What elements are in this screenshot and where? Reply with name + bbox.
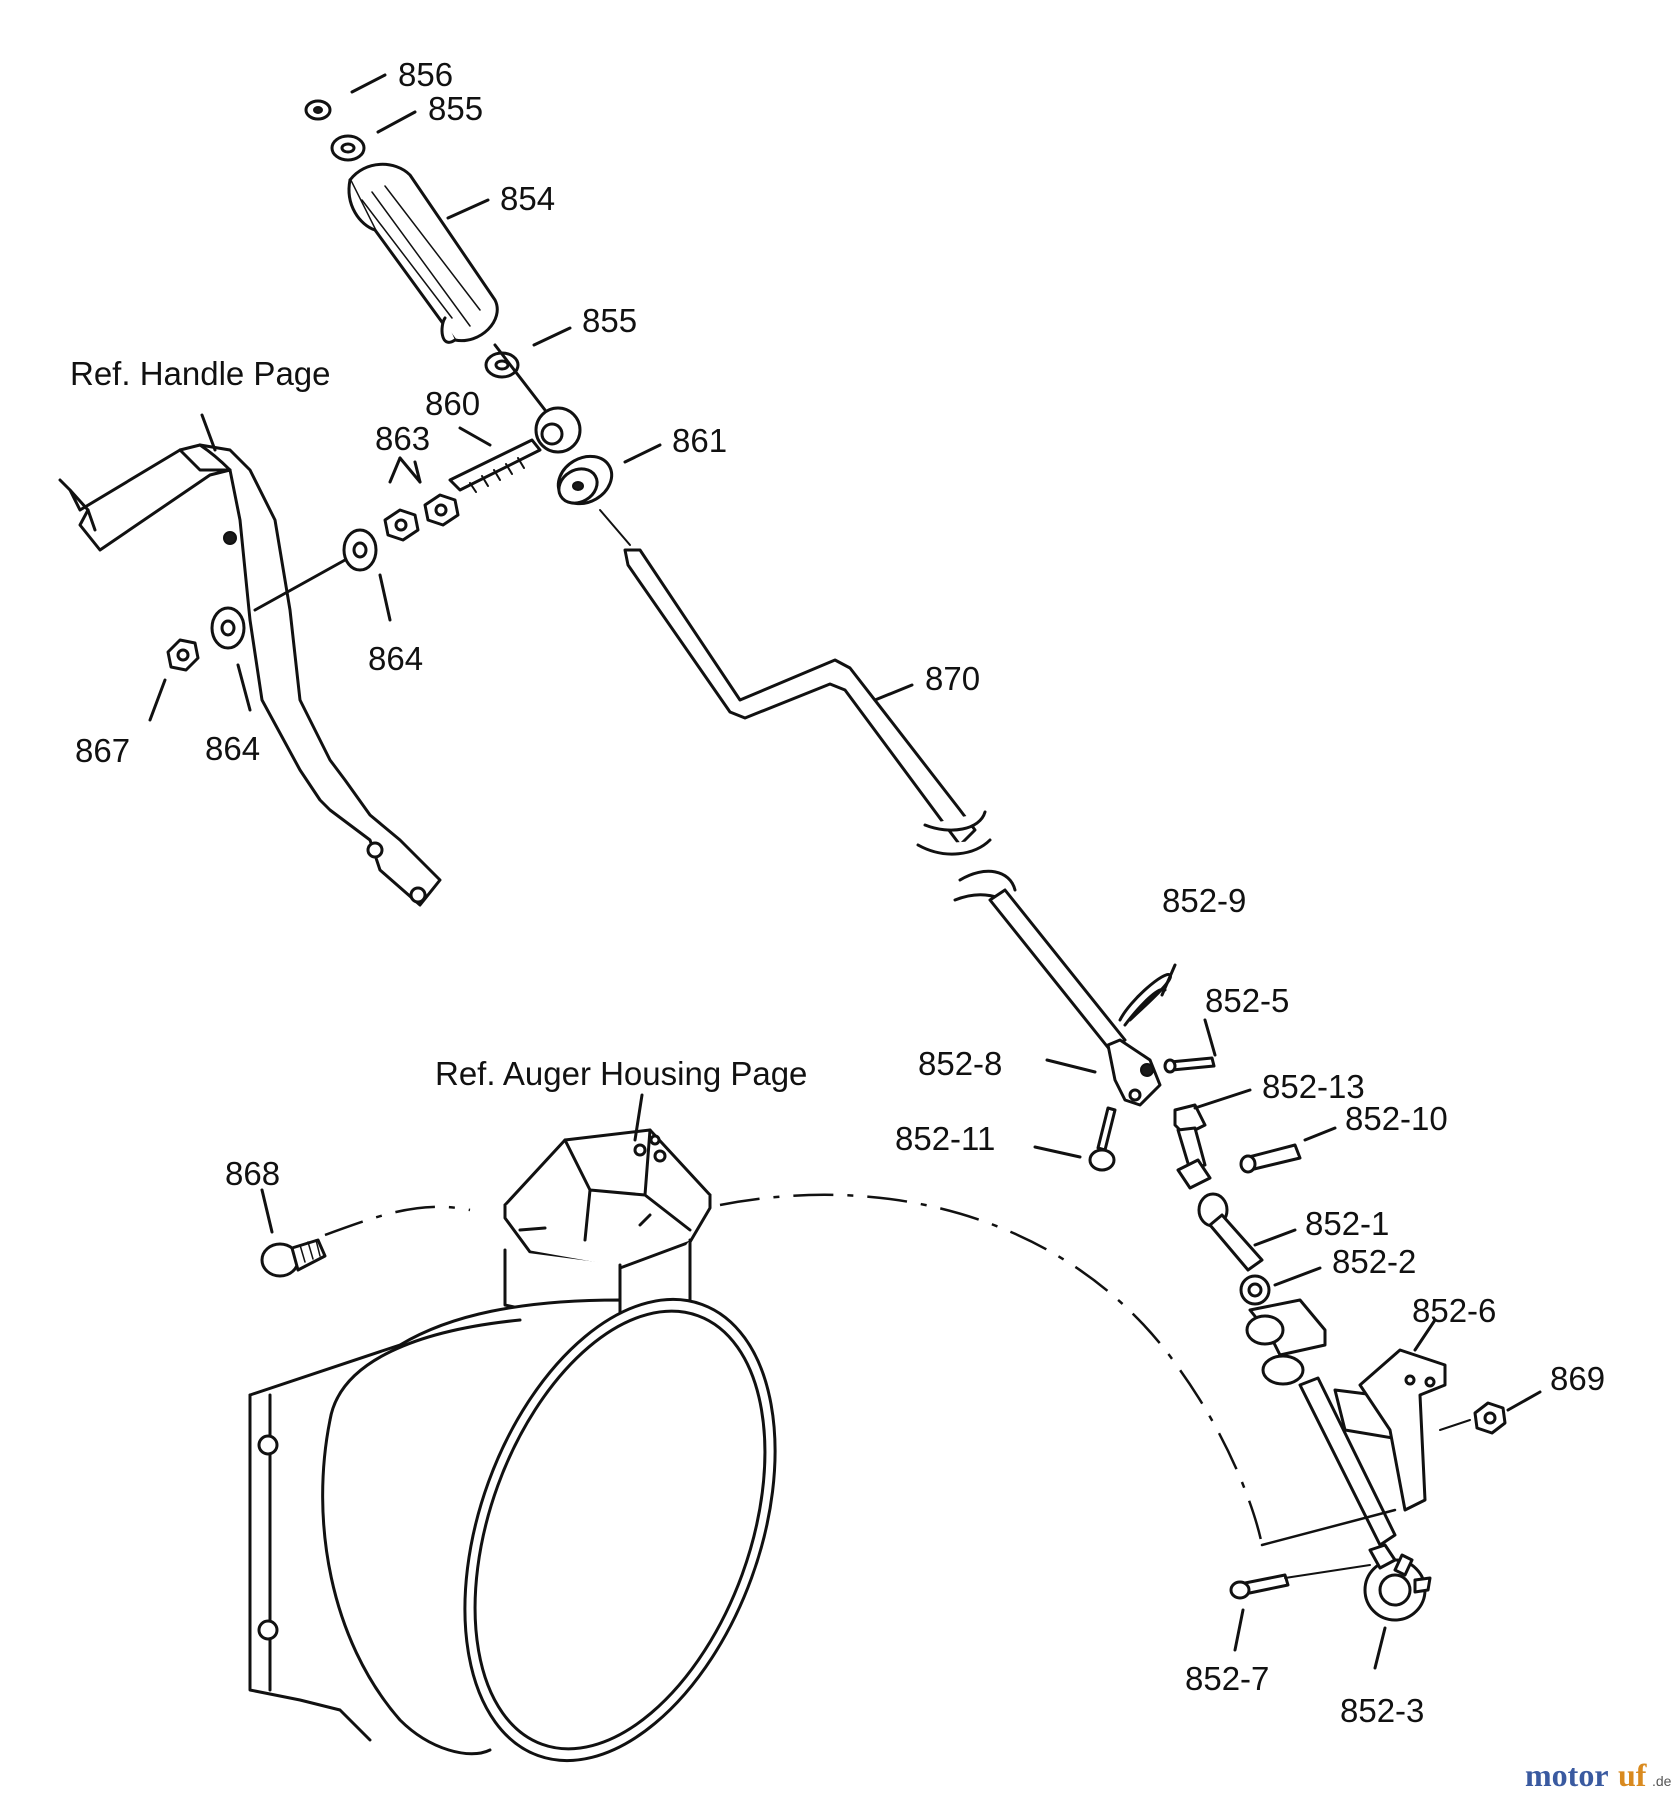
callout-852-9: 852-9 xyxy=(1162,882,1246,919)
arc-end-line xyxy=(1260,1508,1397,1547)
handle-bracket xyxy=(58,443,442,907)
callout-855-mid: 855 xyxy=(582,302,637,339)
callout-852-6: 852-6 xyxy=(1412,1292,1496,1329)
callout-852-8: 852-8 xyxy=(918,1045,1002,1082)
callout-852-7: 852-7 xyxy=(1185,1660,1269,1697)
watermark-tld: .de xyxy=(1652,1773,1672,1789)
callout-852-11: 852-11 xyxy=(895,1120,995,1157)
bracket-852-6 xyxy=(1245,1298,1447,1547)
hex-nut-863-a xyxy=(423,493,460,527)
callout-852-2: 852-2 xyxy=(1332,1243,1416,1280)
callout-852-13: 852-13 xyxy=(1262,1068,1365,1105)
washer-864-upper xyxy=(342,528,378,572)
callout-870: 870 xyxy=(925,660,980,697)
axis-line-869 xyxy=(1439,1419,1471,1431)
callout-855-top: 855 xyxy=(428,90,483,127)
washer-864-lower xyxy=(210,606,246,650)
cotter-pin-852-7 xyxy=(1229,1573,1290,1600)
callout-856: 856 xyxy=(398,56,453,93)
pin-852-10 xyxy=(1239,1143,1302,1174)
watermark-part1: motor xyxy=(1525,1757,1609,1793)
hex-nut-867 xyxy=(166,638,200,672)
grip-shaft xyxy=(493,343,547,412)
callout-869: 869 xyxy=(1550,1360,1605,1397)
hex-nut-863-b xyxy=(383,508,420,542)
clevis-pin-852-5 xyxy=(1163,1056,1216,1074)
callout-852-10: 852-10 xyxy=(1345,1100,1448,1137)
leader-lines xyxy=(148,73,1542,1670)
hairpin-clip-852-9 xyxy=(1118,973,1172,1027)
bushing-861 xyxy=(556,454,614,506)
pivot-line xyxy=(253,558,347,612)
axis-line-852-7 xyxy=(1284,1564,1371,1579)
callout-861: 861 xyxy=(672,422,727,459)
grip-nut-856 xyxy=(304,99,332,121)
dashed-path-bolt xyxy=(324,1205,471,1237)
chute-adapter xyxy=(503,1128,712,1270)
ref-auger-housing-page-label: Ref. Auger Housing Page xyxy=(435,1055,807,1092)
axis-line-861 xyxy=(599,509,631,546)
shaft-852-1 xyxy=(1176,1158,1264,1272)
gear-852-3 xyxy=(1363,1543,1432,1622)
auger-housing xyxy=(248,1238,777,1763)
callout-864-upper: 864 xyxy=(368,640,423,677)
callout-868: 868 xyxy=(225,1155,280,1192)
washer-855-mid xyxy=(484,351,520,379)
watermark-logo: motor uf .de xyxy=(1525,1757,1672,1793)
clevis-852-8 xyxy=(1106,1038,1162,1107)
eye-bolt-860 xyxy=(448,406,582,493)
callout-860: 860 xyxy=(425,385,480,422)
callout-863: 863 xyxy=(375,420,430,457)
handle-grip-854 xyxy=(347,162,499,344)
bolt-852-11 xyxy=(1088,1106,1117,1172)
ref-handle-page-label: Ref. Handle Page xyxy=(70,355,331,392)
carriage-bolt-868 xyxy=(260,1238,327,1278)
hex-nut-869 xyxy=(1473,1401,1507,1435)
callout-852-1: 852-1 xyxy=(1305,1205,1389,1242)
callout-852-5: 852-5 xyxy=(1205,982,1289,1019)
callout-854: 854 xyxy=(500,180,555,217)
callout-864-lower: 864 xyxy=(205,730,260,767)
shift-rod-870 xyxy=(623,548,1127,1052)
swivel-852-13 xyxy=(1173,1103,1207,1172)
callout-852-3: 852-3 xyxy=(1340,1692,1424,1729)
washer-855-top xyxy=(330,134,366,162)
washer-852-2 xyxy=(1239,1274,1271,1306)
dashed-rotation-arc xyxy=(719,1193,1264,1546)
callout-867: 867 xyxy=(75,732,130,769)
watermark-part2: uf xyxy=(1618,1757,1647,1793)
